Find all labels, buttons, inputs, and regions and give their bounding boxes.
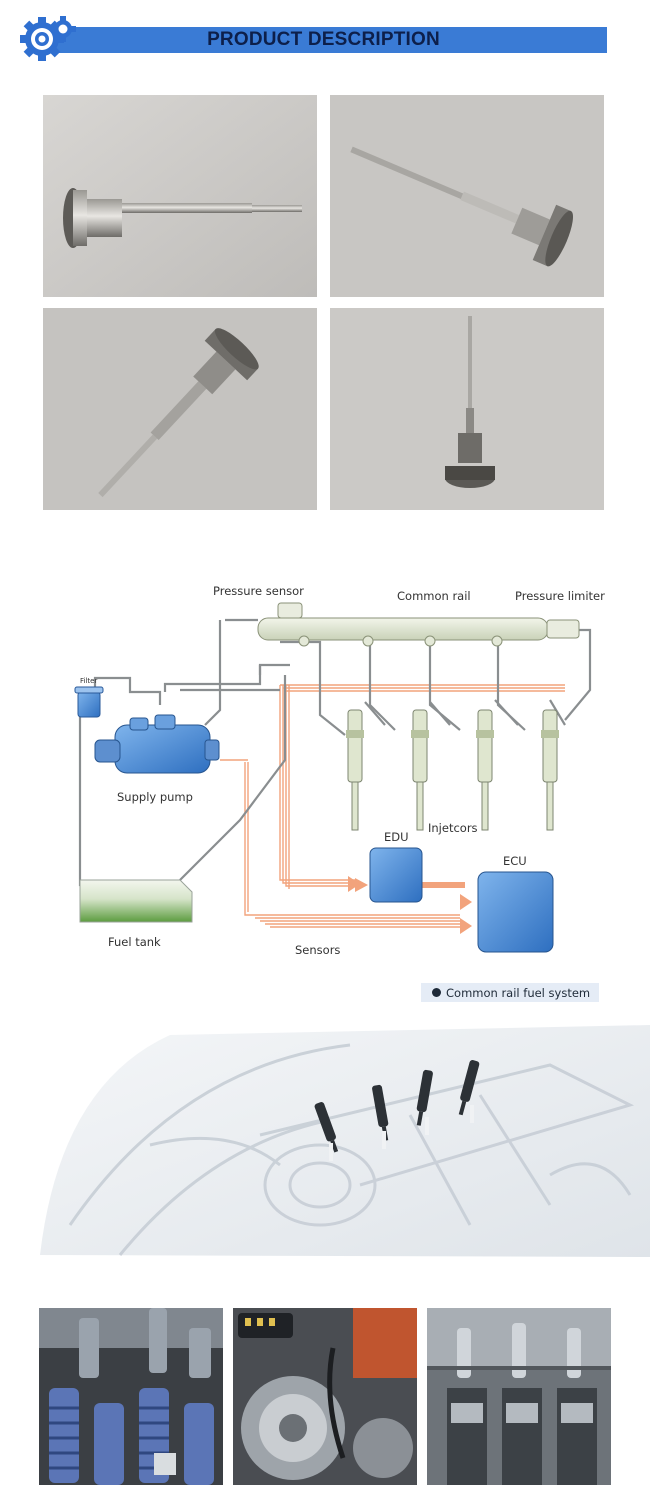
- page-title: PRODUCT DESCRIPTION: [207, 29, 440, 50]
- label-sensors: Sensors: [295, 943, 340, 957]
- label-ecu: ECU: [503, 854, 527, 868]
- fuel-pump-photo: [233, 1308, 417, 1485]
- diagram-legend: Common rail fuel system: [421, 983, 599, 1002]
- engine-cutaway-photo: [427, 1308, 611, 1485]
- label-injectors: Injetcors: [428, 821, 478, 835]
- label-pressure-limiter: Pressure limiter: [515, 589, 605, 603]
- injector-group: [346, 709, 559, 831]
- valve-photo-horizontal: [43, 95, 317, 297]
- bullet-icon: [432, 988, 441, 997]
- gear-icon: [20, 14, 76, 62]
- label-fuel-tank: Fuel tank: [108, 935, 161, 949]
- header-bar: PRODUCT DESCRIPTION: [40, 27, 607, 53]
- valve-photo-diagonal-right: [330, 95, 604, 297]
- label-supply-pump: Supply pump: [117, 790, 193, 804]
- valve-photo-vertical: [330, 308, 604, 510]
- engine-valves-photo: [39, 1308, 223, 1485]
- label-edu: EDU: [384, 830, 409, 844]
- common-rail-diagram: Pressure sensor Common rail Pressure lim…: [74, 584, 605, 957]
- valve-photo-diagonal-left: [43, 308, 317, 510]
- supply-pump: [94, 714, 220, 774]
- label-pressure-sensor: Pressure sensor: [213, 584, 304, 598]
- engine-illustration: [40, 1025, 650, 1257]
- label-common-rail: Common rail: [397, 589, 471, 603]
- label-filter: Filter: [80, 677, 97, 685]
- legend-label: Common rail fuel system: [446, 985, 591, 1000]
